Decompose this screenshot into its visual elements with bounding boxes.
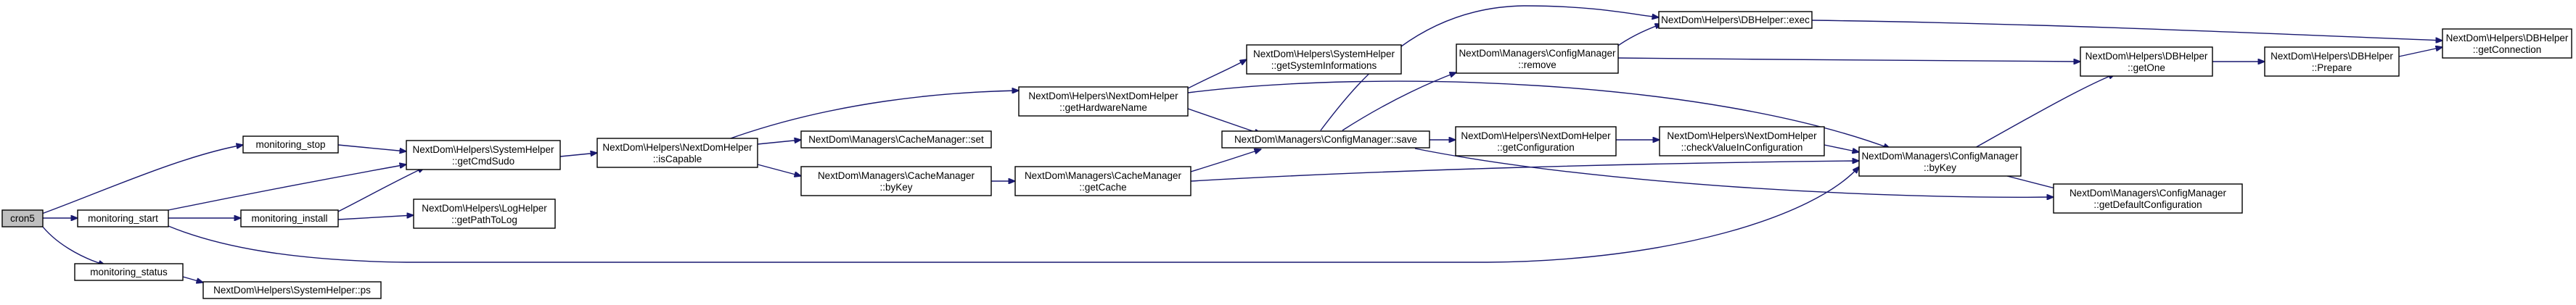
- edge-monitoring-start-configmanager-bykey: [168, 167, 1859, 263]
- node-dbhelper-exec-label: NextDom\Helpers\DBHelper::exec: [1661, 14, 1810, 25]
- node-systemhelper-ps[interactable]: NextDom\Helpers\SystemHelper::ps: [202, 281, 382, 299]
- edge-gethardwarename-configmanager-bykey: [1187, 80, 1890, 149]
- node-systemhelper-getcmdsudo-label-1: NextDom\Helpers\SystemHelper: [412, 144, 554, 155]
- node-dbhelper-getconnection-label-1: NextDom\Helpers\DBHelper: [2446, 33, 2569, 43]
- edge-getcache-configmanager-bykey: [1190, 161, 1859, 182]
- edge-save-configmanager-remove: [1342, 72, 1456, 131]
- node-monitoring-install-label: monitoring_install: [251, 213, 327, 224]
- edge-monitoring-stop-getcmdsudo: [337, 144, 406, 151]
- node-monitoring-status-label: monitoring_status: [90, 267, 168, 277]
- node-cron5-label: cron5: [10, 213, 35, 224]
- edge-dbhelper-exec-getconnection: [1811, 20, 2442, 41]
- node-configmanager-bykey-label-2: ::byKey: [1924, 162, 1956, 173]
- node-monitoring-start-label: monitoring_start: [88, 213, 158, 224]
- node-cachemanager-bykey-label-2: ::byKey: [879, 182, 912, 193]
- edge-cron5-monitoring-status: [39, 222, 105, 265]
- node-loghelper-getpathtolog[interactable]: NextDom\Helpers\LogHelper ::getPathToLog: [413, 199, 556, 229]
- node-nextdomhelper-getconfiguration-label-2: ::getConfiguration: [1497, 142, 1575, 153]
- edge-configmanager-bykey-getdefaultconfiguration: [2006, 175, 2061, 190]
- node-configmanager-bykey-label-1: NextDom\Managers\ConfigManager: [1861, 151, 2019, 162]
- node-nextdomhelper-checkvalueinconfiguration[interactable]: NextDom\Helpers\NextDomHelper ::checkVal…: [1659, 126, 1825, 156]
- node-nextdomhelper-iscapable[interactable]: NextDom\Helpers\NextDomHelper ::isCapabl…: [596, 138, 758, 168]
- edge-monitoring-install-getcmdsudo: [337, 167, 424, 212]
- edge-getcache-configmanager-save: [1190, 149, 1261, 172]
- node-nextdomhelper-iscapable-label-1: NextDom\Helpers\NextDomHelper: [602, 142, 752, 153]
- edge-getcmdsudo-iscapable: [559, 153, 597, 157]
- node-configmanager-remove-label-2: ::remove: [1518, 59, 1556, 70]
- node-nextdomhelper-checkvalueinconfiguration-label-2: ::checkValueInConfiguration: [1681, 142, 1803, 153]
- edge-monitoring-start-getcmdsudo: [168, 164, 406, 211]
- edge-cron5-monitoring-stop: [39, 145, 243, 215]
- node-dbhelper-prepare-label-1: NextDom\Helpers\DBHelper: [2271, 51, 2393, 62]
- node-configmanager-getdefaultconfiguration[interactable]: NextDom\Managers\ConfigManager ::getDefa…: [2053, 183, 2243, 214]
- node-dbhelper-exec[interactable]: NextDom\Helpers\DBHelper::exec: [1658, 11, 1813, 29]
- node-cachemanager-set[interactable]: NextDom\Managers\CacheManager::set: [800, 130, 992, 149]
- edge-configmanager-bykey-getone: [1973, 74, 2115, 149]
- node-nextdomhelper-iscapable-label-2: ::isCapable: [653, 154, 702, 164]
- node-configmanager-save-label: NextDom\Managers\ConfigManager::save: [1234, 134, 1417, 145]
- edges: [39, 5, 2442, 283]
- edge-save-getdefaultconfiguration: [1414, 148, 2054, 197]
- edge-checkvalue-configmanager-bykey: [1824, 144, 1859, 152]
- node-dbhelper-getone-label-2: ::getOne: [2128, 62, 2165, 73]
- edge-iscapable-cachemanager-bykey: [757, 164, 801, 176]
- node-systemhelper-getsysteminformations-label-1: NextDom\Helpers\SystemHelper: [1253, 49, 1395, 59]
- edge-iscapable-gethardwarename: [728, 91, 1019, 140]
- node-monitoring-stop[interactable]: monitoring_stop: [242, 135, 339, 154]
- edge-gethardwarename-getsysteminformations: [1187, 59, 1247, 89]
- node-nextdomhelper-checkvalueinconfiguration-label-1: NextDom\Helpers\NextDomHelper: [1667, 130, 1817, 141]
- node-configmanager-remove-label-1: NextDom\Managers\ConfigManager: [1459, 48, 1616, 59]
- node-loghelper-getpathtolog-label-2: ::getPathToLog: [451, 214, 517, 225]
- edge-gethardwarename-configmanager-save: [1187, 108, 1261, 134]
- node-systemhelper-getcmdsudo-label-2: ::getCmdSudo: [452, 156, 514, 167]
- node-cachemanager-getcache-label-1: NextDom\Managers\CacheManager: [1025, 170, 1182, 181]
- node-configmanager-getdefaultconfiguration-label-1: NextDom\Managers\ConfigManager: [2070, 188, 2227, 199]
- edge-iscapable-cachemanager-set: [757, 140, 801, 145]
- node-systemhelper-getsysteminformations[interactable]: NextDom\Helpers\SystemHelper ::getSystem…: [1246, 44, 1402, 75]
- node-nextdomhelper-gethardwarename[interactable]: NextDom\Helpers\NextDomHelper ::getHardw…: [1018, 86, 1189, 117]
- node-nextdomhelper-gethardwarename-label-2: ::getHardwareName: [1059, 102, 1147, 113]
- edge-prepare-getconnection: [2398, 47, 2442, 57]
- node-dbhelper-prepare[interactable]: NextDom\Helpers\DBHelper ::Prepare: [2264, 46, 2400, 77]
- node-cachemanager-getcache-label-2: ::getCache: [1079, 182, 1126, 193]
- edge-remove-getone: [1617, 57, 2080, 62]
- node-cachemanager-bykey-label-1: NextDom\Managers\CacheManager: [818, 170, 975, 181]
- node-configmanager-getdefaultconfiguration-label-2: ::getDefaultConfiguration: [2093, 199, 2202, 210]
- node-cachemanager-set-label: NextDom\Managers\CacheManager::set: [808, 134, 984, 145]
- node-nextdomhelper-gethardwarename-label-1: NextDom\Helpers\NextDomHelper: [1028, 91, 1178, 101]
- node-monitoring-stop-label: monitoring_stop: [255, 139, 325, 150]
- node-configmanager-bykey[interactable]: NextDom\Managers\ConfigManager ::byKey: [1858, 146, 2022, 177]
- node-monitoring-install[interactable]: monitoring_install: [240, 209, 339, 227]
- node-nextdomhelper-getconfiguration-label-1: NextDom\Helpers\NextDomHelper: [1461, 130, 1611, 141]
- node-configmanager-remove[interactable]: NextDom\Managers\ConfigManager ::remove: [1456, 43, 1619, 74]
- node-systemhelper-ps-label: NextDom\Helpers\SystemHelper::ps: [213, 285, 371, 296]
- node-monitoring-start[interactable]: monitoring_start: [77, 209, 169, 227]
- node-cron5[interactable]: cron5: [1, 209, 44, 227]
- node-dbhelper-getconnection[interactable]: NextDom\Helpers\DBHelper ::getConnection: [2442, 28, 2572, 59]
- node-systemhelper-getsysteminformations-label-2: ::getSystemInformations: [1271, 60, 1377, 71]
- node-dbhelper-prepare-label-2: ::Prepare: [2312, 62, 2353, 73]
- node-cachemanager-bykey[interactable]: NextDom\Managers\CacheManager ::byKey: [800, 166, 992, 196]
- node-cachemanager-getcache[interactable]: NextDom\Managers\CacheManager ::getCache: [1014, 166, 1191, 196]
- edge-monitoring-install-getpathtolog: [337, 215, 414, 220]
- node-systemhelper-getcmdsudo[interactable]: NextDom\Helpers\SystemHelper ::getCmdSud…: [406, 140, 561, 170]
- nodes: cron5 monitoring_stop monitoring_start m…: [1, 11, 2572, 299]
- node-loghelper-getpathtolog-label-1: NextDom\Helpers\LogHelper: [422, 203, 547, 214]
- edge-save-dbhelper-exec: [1320, 5, 1659, 131]
- edge-remove-dbhelper-exec: [1615, 24, 1662, 48]
- node-nextdomhelper-getconfiguration[interactable]: NextDom\Helpers\NextDomHelper ::getConfi…: [1455, 126, 1617, 156]
- node-dbhelper-getconnection-label-2: ::getConnection: [2473, 44, 2542, 55]
- edge-monitoring-status-ps: [182, 276, 203, 283]
- node-monitoring-status[interactable]: monitoring_status: [74, 263, 184, 281]
- node-dbhelper-getone[interactable]: NextDom\Helpers\DBHelper ::getOne: [2080, 46, 2213, 77]
- node-dbhelper-getone-label-1: NextDom\Helpers\DBHelper: [2085, 51, 2208, 62]
- node-configmanager-save[interactable]: NextDom\Managers\ConfigManager::save: [1221, 130, 1430, 149]
